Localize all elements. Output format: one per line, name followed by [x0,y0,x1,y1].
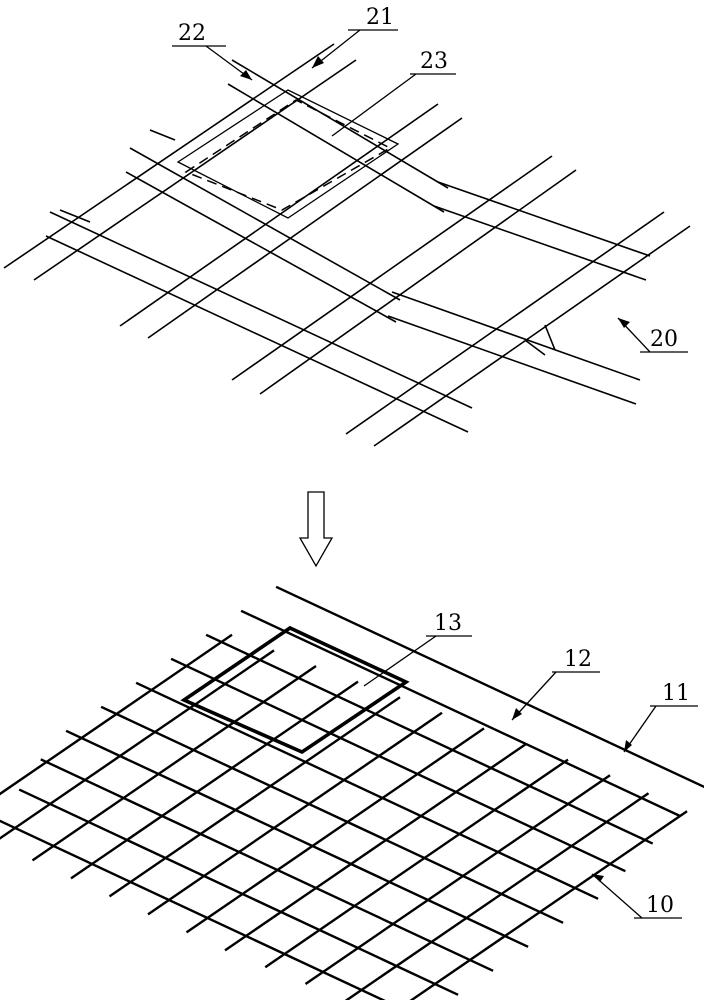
cross-bar-3 [45,211,473,433]
mesh-wire-longitudinal [135,681,599,900]
mesh-wire-transverse [0,633,233,796]
mesh-wire-transverse [31,665,317,862]
label-22-group: 22 [172,21,253,81]
label-13: 13 [434,611,462,636]
label-21-group: 21 [311,5,398,69]
label-11: 11 [662,681,690,706]
cross-bar-tick-4 [59,129,556,356]
lower-mesh [0,585,704,1000]
label-23: 23 [420,49,448,74]
label-11-group: 11 [623,681,698,753]
mesh-wire-longitudinal [240,609,681,818]
label-10: 10 [646,893,674,918]
mesh-wire-transverse [264,758,569,969]
mesh-wire-longitudinal [100,705,564,924]
mesh-wire-longitudinal [18,788,459,996]
mesh-wire-longitudinal [65,729,529,948]
mesh-wire-transverse [304,774,611,985]
main-bar-4 [345,211,691,447]
upper-frame [3,43,691,447]
main-bar-2 [119,103,463,339]
region-23-outline [176,89,400,219]
mesh-wire-transverse [224,743,527,952]
mesh-wire-longitudinal [40,758,494,972]
mesh-wire-transverse [108,696,401,898]
label-20-group: 20 [617,317,688,353]
cross-bar-1 [227,59,651,281]
label-21: 21 [366,5,394,30]
mesh-wire-longitudinal [0,819,386,1000]
label-23-group: 23 [331,49,456,137]
main-bar-3 [231,155,577,395]
label-22: 22 [178,21,206,46]
mesh-wire-transverse [409,810,688,1000]
label-13-group: 13 [363,611,472,687]
label-20: 20 [650,327,678,352]
label-12: 12 [564,647,592,672]
label-10-group: 10 [591,873,682,919]
label-12-group: 12 [511,647,600,721]
region-13-outline [180,625,410,755]
cross-bar-2 [125,147,641,405]
mesh-wire-longitudinal [170,657,626,873]
mesh-wire-transverse [70,680,359,880]
mesh-wire-longitudinal [275,585,704,789]
mesh-wire-transverse [185,727,485,934]
mesh-wire-transverse [345,792,650,1000]
mesh-wire-transverse [0,649,275,840]
mesh-wire-transverse [147,711,443,916]
mesh-wire-longitudinal [205,633,654,845]
down-arrow-icon [298,491,334,568]
